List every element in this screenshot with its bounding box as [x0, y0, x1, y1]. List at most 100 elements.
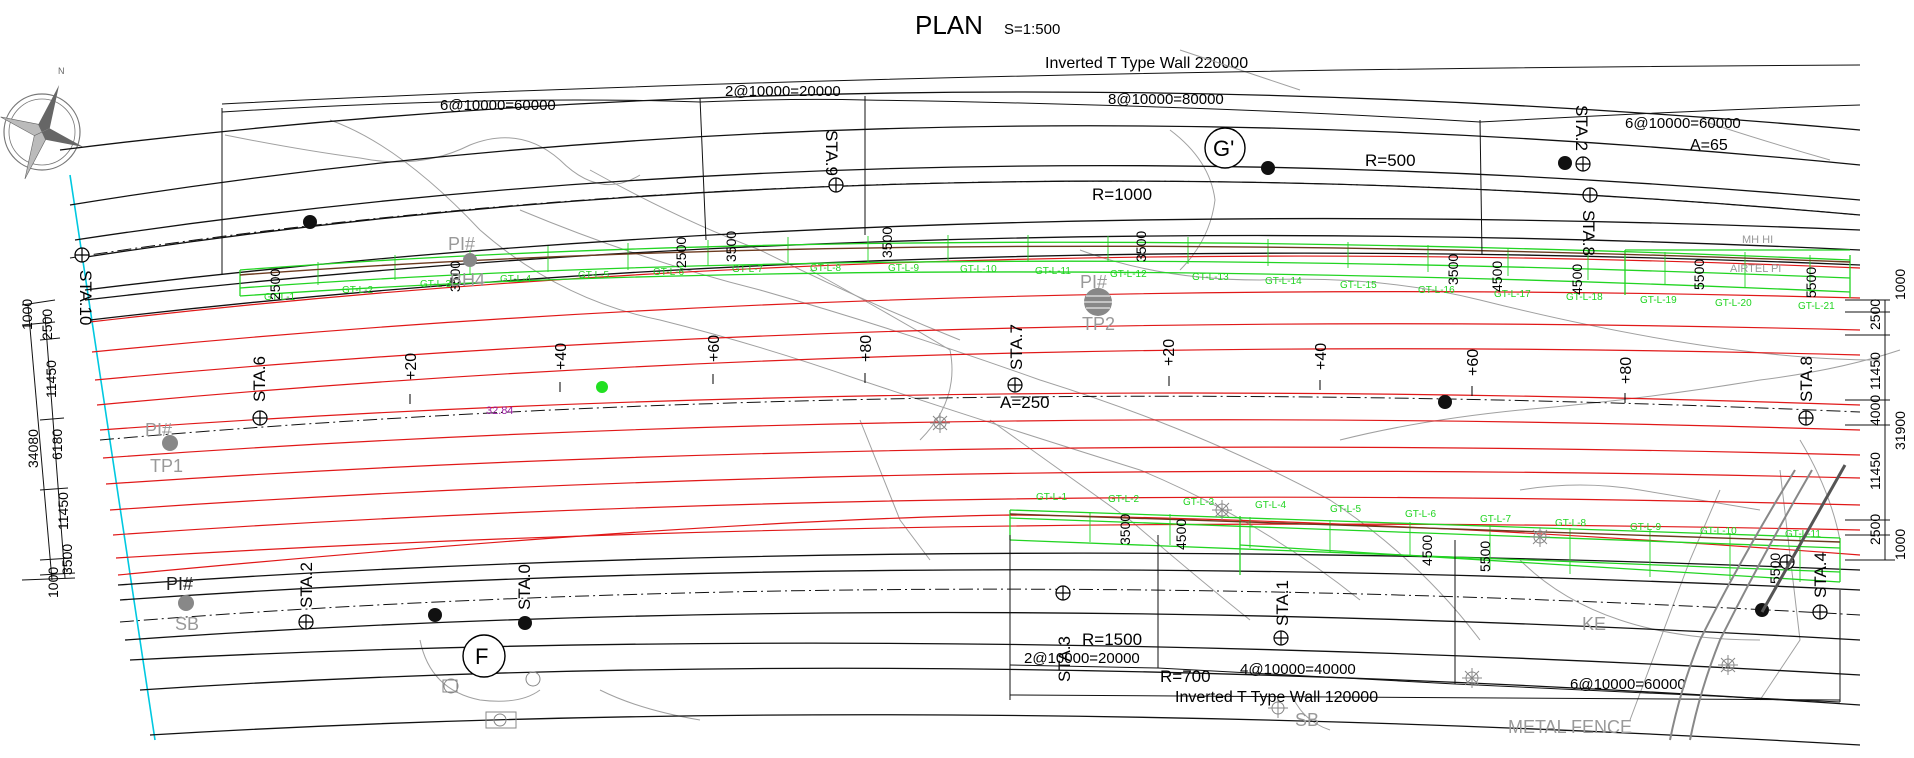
fence-label: METAL FENCE: [1508, 717, 1632, 737]
chainage-label: +40: [553, 343, 570, 370]
sb-label: SB: [1295, 710, 1319, 730]
gt-top-label: GT-L-19: [1640, 295, 1677, 306]
station-label: STA.4: [1811, 552, 1830, 598]
wall-dim: 5500: [1477, 541, 1493, 572]
left-dim: 3500: [59, 544, 75, 575]
test-pit-hatch: [1084, 295, 1112, 309]
chainage-label: +20: [1161, 339, 1178, 366]
bottom-dimension-lines: [1009, 535, 1841, 703]
gt-bottom-label: GT-L-10: [1700, 526, 1737, 537]
left-dim: 6180: [49, 429, 65, 460]
left-dim: 11450: [55, 492, 71, 530]
test-pit-points: [162, 253, 1112, 611]
left-dim: 34080: [25, 429, 41, 468]
right-dim: 11450: [1867, 452, 1883, 490]
side-road: [1669, 469, 1813, 741]
level-point: [596, 381, 608, 393]
gt-top-label: GT-L-11: [1035, 266, 1071, 277]
wall-dim: 3500: [723, 231, 739, 262]
centerline-lower: [119, 588, 1861, 623]
bh4-label: BH4: [450, 270, 485, 290]
dark-boundary: [1760, 464, 1847, 613]
bottom-dim-3: 6@10000=60000: [1570, 676, 1686, 693]
section-mark-g: G': [1204, 127, 1246, 169]
right-dim: 31900: [1892, 411, 1908, 450]
mh-label: MH HI: [1742, 234, 1773, 246]
right-dim: 2500: [1867, 299, 1883, 330]
right-dim: 1000: [1892, 269, 1908, 300]
bottom-wall-title: Inverted T Type Wall 120000: [1175, 689, 1378, 706]
top-dim-4: 6@10000=60000: [1625, 115, 1741, 132]
gt-top-label: GT-L-9: [888, 263, 920, 274]
wall-dim: 3500: [1117, 514, 1133, 545]
curve-r1000: R=1000: [1092, 185, 1152, 204]
chainage-label: +20: [403, 353, 420, 380]
station-label: STA.6: [250, 356, 269, 402]
pi-label: PI#: [145, 420, 172, 440]
left-dimension-lines: [21, 299, 76, 581]
top-dimension-lines: [221, 64, 1861, 275]
gt-bottom-label: GT-L-6: [1405, 509, 1437, 520]
gt-bottom-label: GT-L-8: [1555, 518, 1587, 529]
left-dim: 11450: [43, 360, 59, 398]
curve-r1500: R=1500: [1082, 630, 1142, 649]
gt-top-label: GT-L-15: [1340, 280, 1377, 291]
station-label: STA.2: [297, 562, 316, 608]
top-dim-3: 8@10000=80000: [1108, 91, 1224, 108]
gt-top-label: GT-L-2: [342, 285, 374, 296]
right-dimension-lines: [1845, 299, 1895, 561]
top-dim-2: 2@10000=20000: [725, 83, 841, 100]
top-dim-1: 6@10000=60000: [440, 97, 556, 114]
top-wall-segments: [317, 235, 1811, 292]
right-dim: 4000: [1867, 395, 1883, 426]
borehole-points: [303, 156, 1769, 630]
wall-dim: 5500: [1803, 267, 1819, 298]
chainage-label: +80: [858, 335, 875, 362]
tp2-label: TP2: [1082, 314, 1115, 334]
station-label: STA.9: [822, 130, 841, 176]
gt-top-label: GT-L-5: [578, 270, 610, 281]
road-lanes: [89, 255, 1861, 576]
gt-top-label: GT-L-16: [1418, 285, 1455, 296]
wall-dim: 4500: [1419, 535, 1435, 566]
plan-scale: S=1:500: [1004, 21, 1060, 38]
section-mark-f: F: [462, 634, 506, 678]
gt-top-label: GT-L-12: [1110, 269, 1147, 280]
station-label: STA.0: [515, 564, 534, 610]
curve-r700: R=700: [1160, 667, 1211, 686]
top-wall-outline: [239, 241, 1851, 298]
wall-dim: 4500: [1489, 261, 1505, 292]
pi-label: PI#: [448, 234, 475, 254]
airtel-label: AIRTEL PI: [1730, 263, 1781, 275]
station-label: STA.7: [1007, 324, 1026, 370]
gt-top-label: GT-L-21: [1798, 301, 1835, 312]
plan-title: PLAN: [915, 10, 983, 40]
terrain-lines: [224, 49, 1901, 731]
chainage-ticks: [409, 373, 1626, 404]
gt-top-label: GT-L-4: [500, 274, 532, 285]
gt-top-label: GT-L-13: [1192, 272, 1229, 283]
bottom-dim-1: 2@10000=20000: [1024, 650, 1140, 667]
station-label: STA.10: [76, 270, 95, 325]
wall-dim: 3500: [447, 261, 463, 292]
road-edges-top: [59, 91, 1861, 321]
north-arrow-icon: N: [0, 66, 84, 180]
chainage-label: +40: [1313, 343, 1330, 370]
gt-bottom-label: GT-L-4: [1255, 500, 1287, 511]
left-dim: 2500: [39, 309, 55, 340]
gt-bottom-label: GT-L-11: [1785, 529, 1821, 540]
gt-top-label: GT-L-18: [1566, 292, 1603, 303]
centerline: [99, 395, 1861, 441]
gt-bottom-label: GT-L-3: [1183, 497, 1215, 508]
wall-dim: 4500: [1173, 519, 1189, 550]
left-dim: 1000: [45, 567, 61, 598]
gt-bottom-label: GT-L-9: [1630, 522, 1662, 533]
centerline-upper: [69, 180, 1861, 259]
wall-dim: 4500: [1569, 264, 1585, 295]
gt-top-label: GT-L-14: [1265, 276, 1302, 287]
station-label: STA.8: [1797, 356, 1816, 402]
section-mark-f-label: F: [475, 644, 488, 669]
station-label: STA.1: [1273, 580, 1292, 626]
right-dim: 1000: [1892, 529, 1908, 560]
